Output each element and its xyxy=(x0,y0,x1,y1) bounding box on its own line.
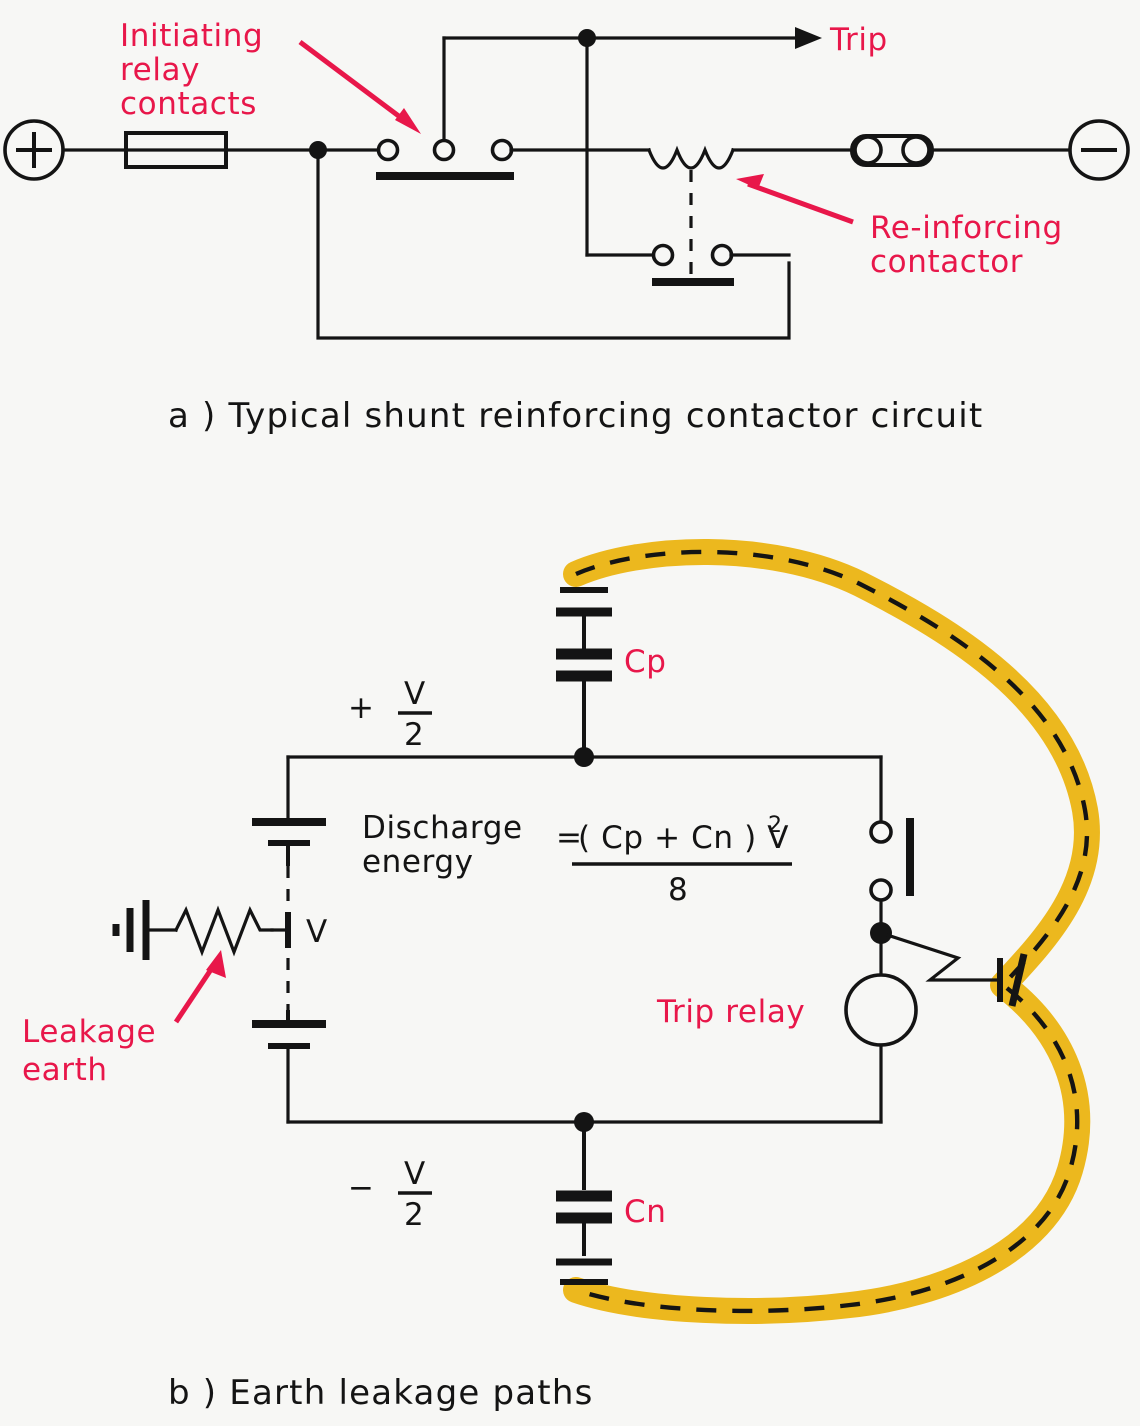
open-contact-icon[interactable] xyxy=(869,818,914,902)
reinforcing-contactor-coil-icon xyxy=(646,145,736,170)
arrow-line-leakage xyxy=(173,960,219,1024)
leakage-resistance-icon xyxy=(173,905,274,957)
capacitor-cn-label: Cn xyxy=(624,1194,667,1230)
initiating-label-line3: contacts xyxy=(120,86,257,122)
leakage-label-line1: Leakage xyxy=(22,1014,156,1050)
arrow-line-reinforcing xyxy=(747,181,854,225)
plus-sign: + xyxy=(348,690,375,726)
initiating-label-line1: Initiating xyxy=(120,18,263,54)
reinforcing-label-line2: contactor xyxy=(870,244,1023,280)
reinforcing-label-line1: Re-inforcing xyxy=(870,210,1063,246)
reinforcing-contactor-auxiliary-contact[interactable] xyxy=(651,243,734,287)
label-plus-half-v: + V 2 xyxy=(348,676,432,753)
earth-ground-icon xyxy=(112,900,150,960)
fuse-left-icon xyxy=(124,131,228,169)
annotation-initiating-relay-contacts: Initiating relay contacts xyxy=(120,18,421,134)
leakage-discharge-gap-icon xyxy=(878,930,1028,1007)
earth-leakage-path-dashed-line xyxy=(575,549,1090,1314)
caption-panel-b: b ) Earth leakage paths xyxy=(168,1373,594,1413)
minus-sign: − xyxy=(348,1170,375,1206)
negative-source-terminal xyxy=(1068,119,1130,181)
capacitor-cp-label: Cp xyxy=(624,644,667,680)
v-denominator-top: 2 xyxy=(404,717,424,753)
annotation-reinforcing-contactor: Re-inforcing contactor xyxy=(736,174,1063,280)
discharge-energy-formula: Discharge energy = ( Cp + Cn ) V 2 8 xyxy=(362,810,792,908)
formula-lhs-line1: Discharge xyxy=(362,810,523,846)
leakage-label-line2: earth xyxy=(22,1052,108,1088)
label-minus-half-v: − V 2 xyxy=(348,1156,432,1233)
trip-relay-coil-icon xyxy=(844,973,918,1047)
fuse-right-icon xyxy=(850,134,934,167)
panel-b-circuit: Cp V xyxy=(22,539,1100,1324)
arrowhead-initiating-icon xyxy=(395,108,421,134)
trip-arrowhead-icon xyxy=(795,27,822,49)
formula-equals: = xyxy=(556,820,583,856)
positive-source-terminal xyxy=(3,119,65,181)
voltage-v-label: V xyxy=(306,914,328,950)
wire-holding-loop xyxy=(316,148,791,340)
caption-panel-a: a ) Typical shunt reinforcing contactor … xyxy=(168,396,983,436)
formula-exponent: 2 xyxy=(768,813,782,838)
v-numerator-bottom: V xyxy=(404,1156,426,1192)
formula-lhs-line2: energy xyxy=(362,844,474,880)
arrowhead-leakage-icon xyxy=(206,950,226,978)
battery-upper-icon xyxy=(252,818,326,866)
initiating-relay-contact[interactable] xyxy=(376,138,514,181)
arrow-line-initiating xyxy=(298,40,414,128)
capacitor-cn-icon xyxy=(556,1190,612,1285)
trip-relay-label: Trip relay xyxy=(656,994,805,1030)
v-numerator-top: V xyxy=(404,676,426,712)
panel-a-circuit: Initiating relay contacts Trip Re-inforc… xyxy=(3,18,1130,340)
formula-numerator: ( Cp + Cn ) V xyxy=(578,820,789,856)
battery-lower-icon xyxy=(252,1010,326,1049)
initiating-label-line2: relay xyxy=(120,52,200,88)
arrowhead-reinforcing-icon xyxy=(736,174,764,189)
trip-label: Trip xyxy=(829,22,888,58)
formula-denominator: 8 xyxy=(668,872,688,908)
annotation-leakage-earth: Leakage earth xyxy=(22,950,226,1088)
capacitor-cp-icon xyxy=(556,587,612,755)
junction-dot-top xyxy=(574,747,594,767)
v-denominator-bottom: 2 xyxy=(404,1197,424,1233)
